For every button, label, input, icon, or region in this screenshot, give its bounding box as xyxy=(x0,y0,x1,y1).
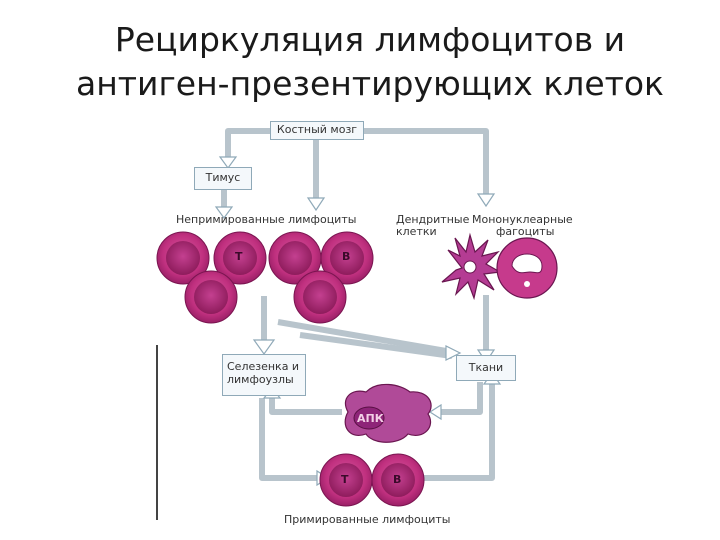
primed-cells xyxy=(319,453,425,507)
bone-marrow-box: Костный мозг xyxy=(270,121,364,140)
naive-cells xyxy=(156,231,374,324)
arrow-spleen-tissues-top xyxy=(299,332,453,359)
arrow-spleen-primed xyxy=(259,398,318,481)
spleen-label-line1: Селезенка и xyxy=(227,360,300,373)
arrow-primed-tissues xyxy=(416,382,495,481)
arrow-bm-thymus xyxy=(225,128,270,158)
mononuclear-phagocyte xyxy=(496,237,558,299)
dendritic-label-line2: клетки xyxy=(396,225,437,238)
apc-label: АПК xyxy=(357,412,384,425)
arrow-bm-dendritic xyxy=(364,128,489,195)
dendritic-label-line1: Дендритные xyxy=(396,213,470,226)
mononuclear-label-line2: фагоциты xyxy=(496,225,555,238)
thymus-box: Тимус xyxy=(194,167,252,190)
primed-lymphocytes-label: Примированные лимфоциты xyxy=(284,513,451,526)
tissues-label: Ткани xyxy=(468,361,504,374)
tissues-box: Ткани xyxy=(456,355,516,381)
apc-cell xyxy=(344,383,432,443)
mononuclear-label-line1: Мононуклеарные xyxy=(472,213,573,226)
spleen-box: Селезенка и лимфоузлы xyxy=(222,354,306,396)
naive-t-label: Т xyxy=(235,250,243,263)
spleen-label-line2: лимфоузлы xyxy=(227,373,294,386)
arrows xyxy=(221,128,495,481)
naive-lymphocytes-label: Непримированные лимфоциты xyxy=(176,213,357,226)
title-line-1: Рециркуляция лимфоцитов и xyxy=(114,20,626,59)
bone-marrow-label: Костный мозг xyxy=(276,123,358,136)
dendritic-cell xyxy=(441,232,502,301)
arrow-apc-spleen xyxy=(269,396,342,415)
primed-b-label: В xyxy=(393,473,402,486)
naive-b-label: В xyxy=(342,250,351,263)
slide-title: Рециркуляция лимфоцитов и антиген-презен… xyxy=(0,18,720,106)
thymus-label: Тимус xyxy=(205,171,241,184)
arrow-tissues-apc xyxy=(440,382,483,415)
arrow-naive-tissues xyxy=(277,319,453,355)
title-line-2: антиген-презентирующих клеток xyxy=(76,64,664,103)
primed-t-label: Т xyxy=(341,473,349,486)
